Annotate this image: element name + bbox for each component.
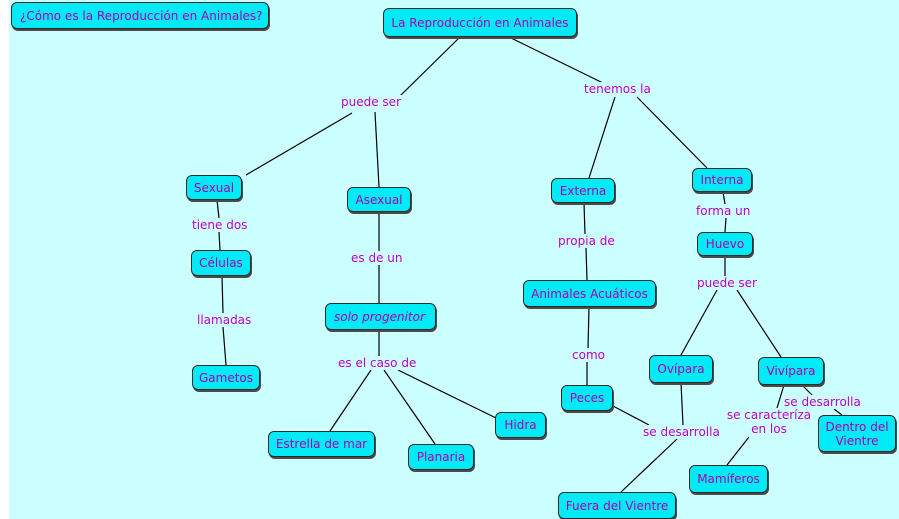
link-line-es-el-caso-de-to-planaria xyxy=(383,369,436,445)
link-line-vivipara-to-se-desarrolla xyxy=(801,384,813,396)
link-line-puede-ser-to-ovipara xyxy=(680,289,718,356)
link-tenemos-la: tenemos la xyxy=(582,82,653,96)
link-line-llamadas-to-gametos xyxy=(222,326,227,366)
link-line-se-desarrolla-to-fuera xyxy=(620,438,678,493)
link-line-ovipara-to-se-desarrolla xyxy=(680,382,684,426)
concept-celulas[interactable]: Células xyxy=(191,250,251,276)
link-line-interna-to-forma-un xyxy=(722,191,726,205)
link-propia-de: propia de xyxy=(556,234,617,248)
link-como: como xyxy=(570,348,607,362)
link-llamadas: llamadas xyxy=(195,313,254,327)
concept-asexual[interactable]: Asexual xyxy=(347,187,411,212)
concept-dentro-del-vientre[interactable]: Dentro del Vientre xyxy=(818,415,896,452)
concept-interna[interactable]: Interna xyxy=(692,168,752,192)
concept-fuera-del-vientre[interactable]: Fuera del Vientre xyxy=(558,492,676,519)
link-line-celulas-to-llamadas xyxy=(221,275,224,314)
link-line-root-to-puede-ser xyxy=(399,36,461,97)
link-line-root-to-tenemos-la xyxy=(508,36,604,84)
link-line-se-desarrolla-to-dentro xyxy=(833,408,843,416)
link-line-sexual-to-tiene-dos xyxy=(216,199,220,219)
concept-planaria[interactable]: Planaria xyxy=(408,444,474,470)
link-line-propia-de-to-animales xyxy=(585,247,588,281)
link-puede-ser-1: puede ser xyxy=(339,95,403,109)
connection-lines xyxy=(216,36,843,493)
link-se-desarrolla-2: se desarrolla xyxy=(782,395,863,409)
concept-vivipara[interactable]: Vivípara xyxy=(758,357,824,385)
link-line-se-caracteriza-to-mamiferos xyxy=(726,436,750,466)
link-line-tenemos-la-to-interna xyxy=(636,96,708,169)
link-line-tenemos-la-to-externa xyxy=(588,96,616,179)
concept-huevo[interactable]: Huevo xyxy=(697,232,753,256)
link-line-forma-un-to-huevo xyxy=(724,217,727,233)
concept-animales-acuaticos[interactable]: Animales Acuáticos xyxy=(523,280,656,307)
link-line-peces-to-se-desarrolla xyxy=(612,405,650,426)
link-line-tiene-dos-to-celulas xyxy=(218,231,221,251)
link-line-animales-to-como xyxy=(587,306,590,349)
concept-map-canvas: ¿Cómo es la Reproducción en Animales? La… xyxy=(9,0,899,519)
concept-externa[interactable]: Externa xyxy=(551,178,615,203)
concept-ovipara[interactable]: Ovípara xyxy=(649,355,713,383)
link-line-es-el-caso-de-to-hidra xyxy=(397,369,497,419)
link-es-el-caso-de: es el caso de xyxy=(336,356,419,370)
link-line-es-el-caso-de-to-estrella xyxy=(329,369,372,432)
concept-peces[interactable]: Peces xyxy=(561,385,613,411)
link-line-vivipara-to-se-caracteriza xyxy=(776,384,785,409)
concept-gametos[interactable]: Gametos xyxy=(192,365,260,390)
root-node[interactable]: La Reproducción en Animales xyxy=(383,8,577,37)
link-line-puede-ser-to-vivipara xyxy=(736,289,782,358)
link-se-desarrolla-1: se desarrolla xyxy=(641,425,722,439)
link-tiene-dos: tiene dos xyxy=(190,218,250,232)
concept-solo-progenitor[interactable]: solo progenitor xyxy=(325,303,436,330)
link-es-de-un: es de un xyxy=(349,251,405,265)
concept-hidra[interactable]: Hidra xyxy=(495,412,546,438)
link-line-puede-ser-to-sexual xyxy=(245,112,353,176)
link-line-externa-to-propia-de xyxy=(583,202,586,235)
concept-estrella-de-mar[interactable]: Estrella de mar xyxy=(268,431,375,457)
link-line-puede-ser-to-asexual xyxy=(374,111,380,188)
link-forma-un: forma un xyxy=(694,204,753,218)
link-se-caracteriza-en-los: se caracteríza en los xyxy=(722,408,816,436)
question-node[interactable]: ¿Cómo es la Reproducción en Animales? xyxy=(11,2,269,29)
link-puede-ser-2: puede ser xyxy=(695,276,759,290)
concept-mamiferos[interactable]: Mamíferos xyxy=(689,465,768,493)
concept-sexual[interactable]: Sexual xyxy=(186,175,242,200)
